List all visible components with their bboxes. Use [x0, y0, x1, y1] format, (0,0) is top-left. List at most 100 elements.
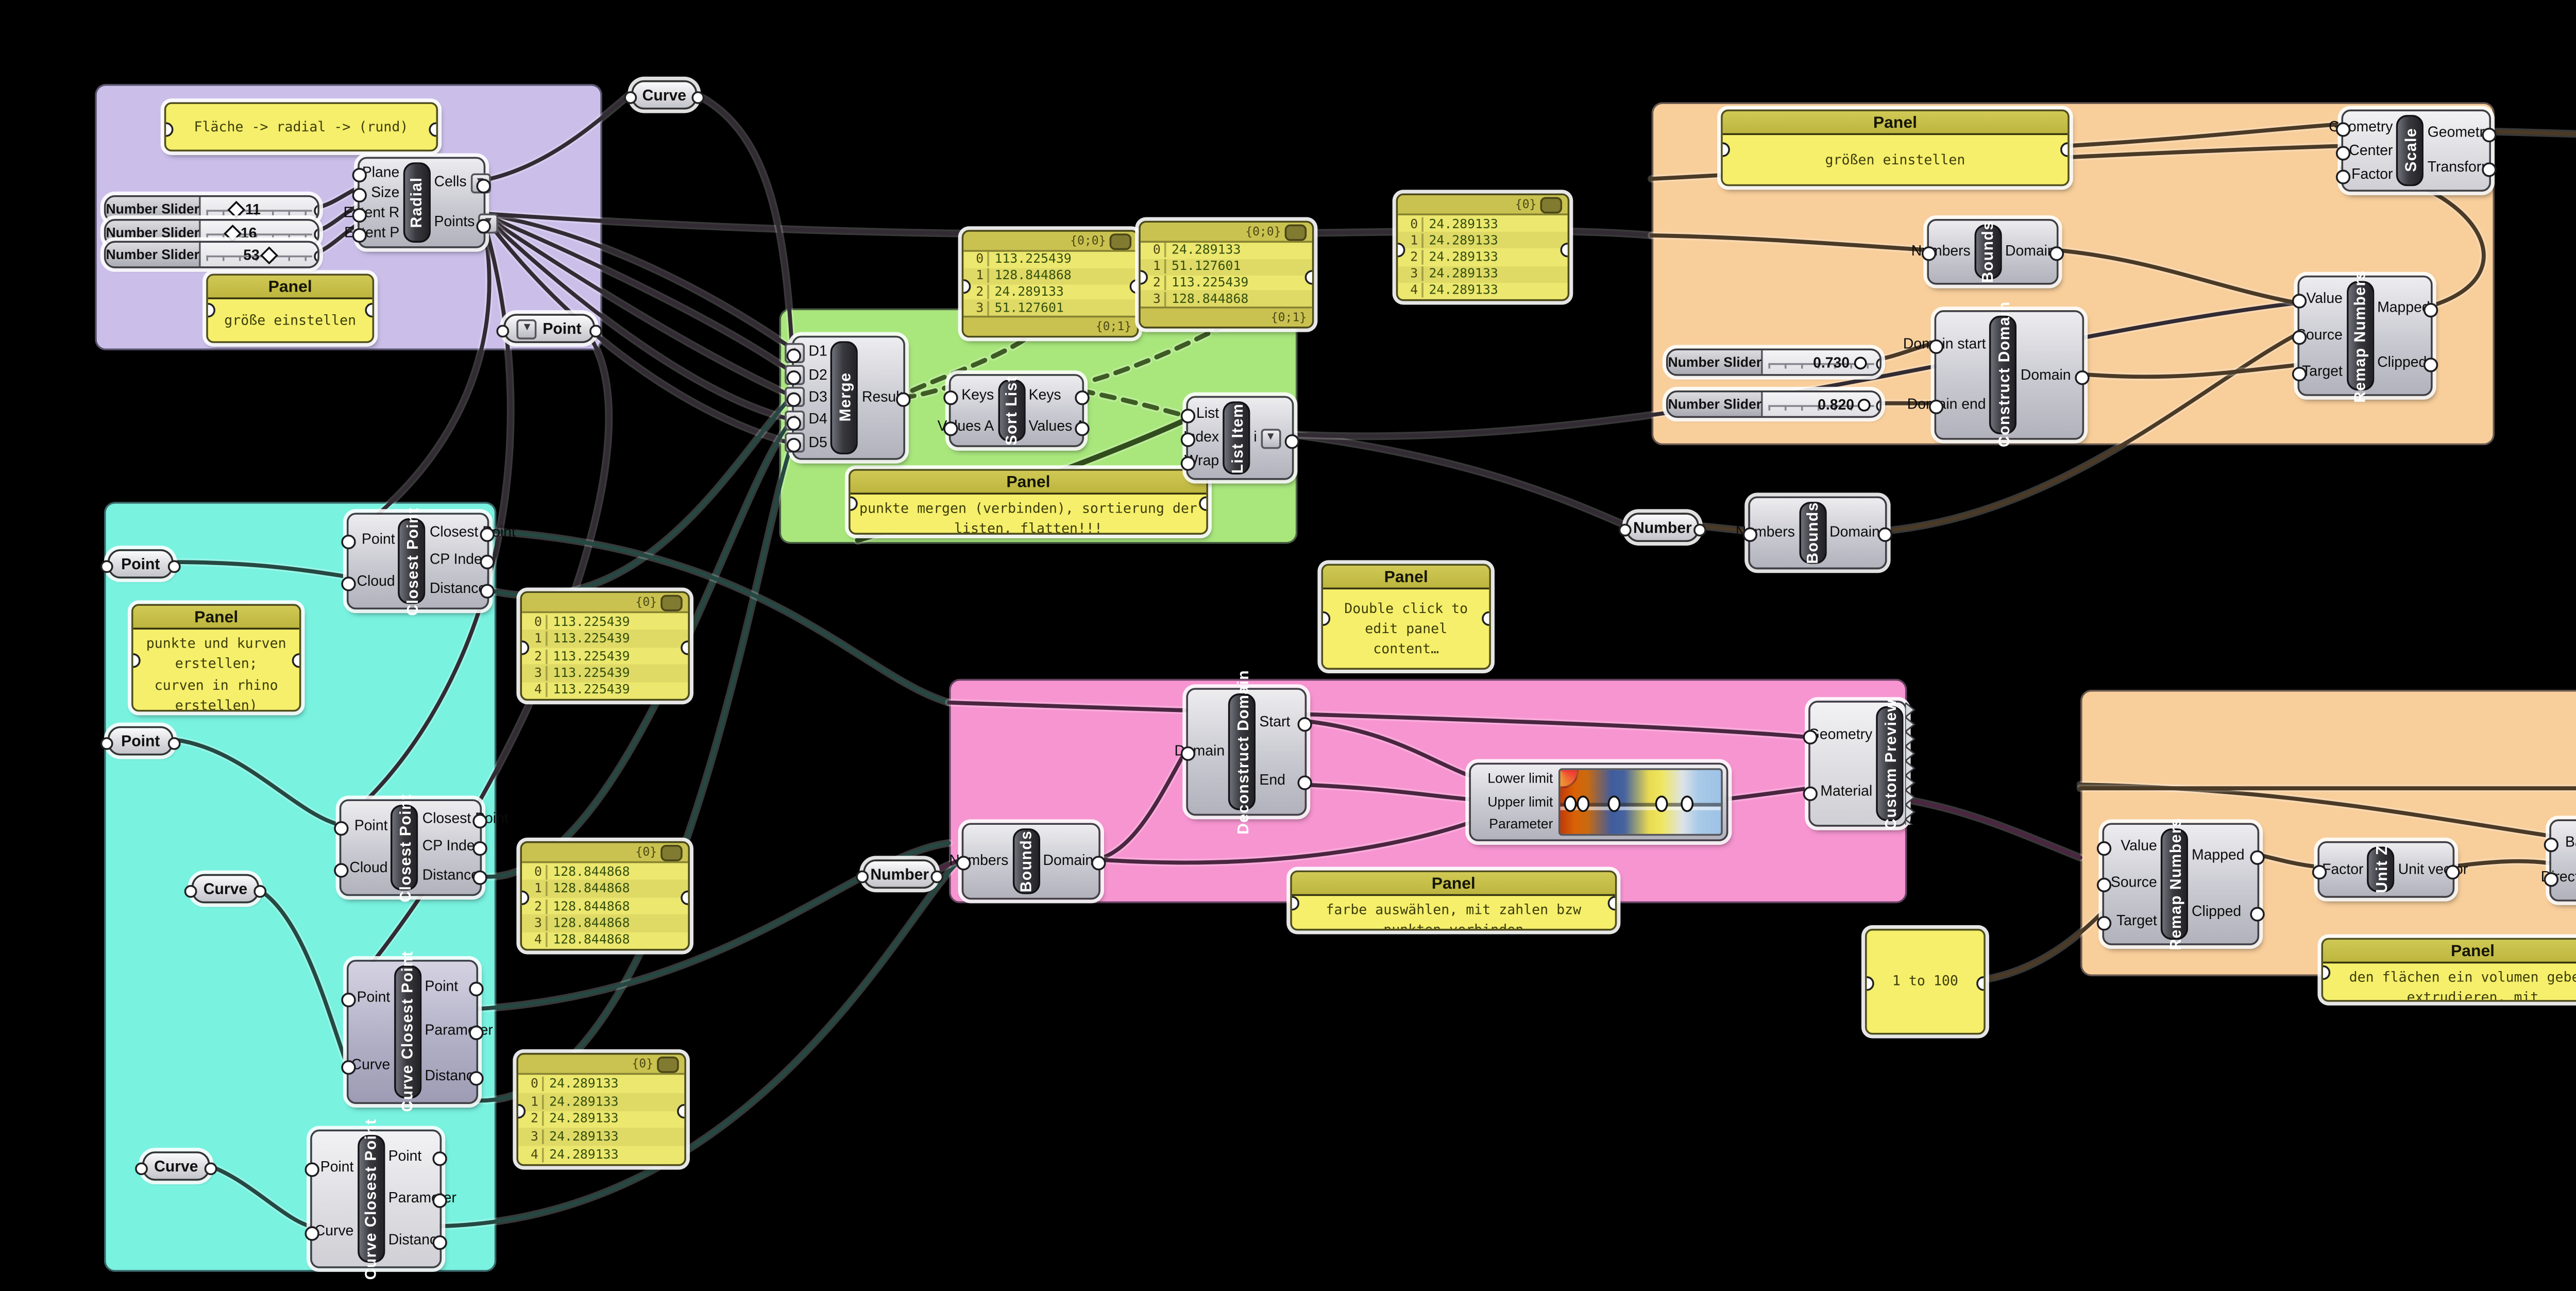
output-port[interactable] [2250, 907, 2265, 922]
component-name-capsule[interactable]: Remap Numbers [2346, 269, 2374, 402]
component-extrude[interactable]: BaseDirectionExtrudeExtrusion [2541, 819, 2576, 902]
output-start[interactable]: Start [1259, 715, 1290, 730]
output-port[interactable] [896, 392, 911, 407]
collapse-button-icon[interactable] [1284, 223, 1307, 240]
input-numbers[interactable]: Numbers [1911, 244, 1971, 259]
component-name-capsule[interactable]: Remap Numbers [2160, 818, 2188, 950]
output-domain[interactable]: Domain [2005, 244, 2056, 259]
input-port[interactable] [1742, 527, 1758, 542]
component-name-capsule[interactable]: Closest Point [398, 507, 426, 616]
input-port[interactable] [2335, 122, 2351, 137]
output-port[interactable] [469, 1071, 484, 1086]
output-port[interactable] [480, 554, 495, 570]
output-port[interactable] [480, 527, 495, 542]
output-port[interactable] [469, 1025, 484, 1040]
component-name-capsule[interactable]: Radial [403, 162, 431, 243]
component-name-capsule[interactable]: Custom Preview [1876, 698, 1904, 829]
output-port[interactable] [1075, 390, 1090, 405]
input-target[interactable]: Target [2116, 913, 2157, 928]
input-port[interactable] [2096, 841, 2112, 856]
input-port[interactable] [334, 863, 349, 878]
input-domain-start[interactable]: Domain start [1903, 337, 1986, 352]
collapse-button-icon[interactable] [660, 593, 683, 610]
down-arrow-icon[interactable]: ▼ [1260, 428, 1281, 448]
input-point[interactable]: Point [357, 990, 391, 1006]
output-port[interactable] [1297, 775, 1312, 790]
collapse-button-icon[interactable] [660, 844, 683, 861]
slider-track[interactable]: 0.820 [1763, 392, 1880, 416]
output-port[interactable] [2445, 864, 2460, 880]
output-port[interactable] [480, 584, 495, 599]
gradient-bar[interactable] [1558, 768, 1723, 836]
input-port[interactable] [2096, 916, 2112, 931]
pill-curve-param-top[interactable]: Curve [624, 80, 705, 110]
pill-curve-param-1[interactable]: Curve [184, 874, 267, 904]
input-port[interactable] [1180, 746, 1196, 761]
output-port[interactable] [432, 1193, 447, 1208]
component-name-capsule[interactable]: Merge [831, 341, 858, 454]
output-port[interactable] [472, 841, 487, 856]
input-plane[interactable]: Plane [362, 164, 400, 180]
output-point[interactable]: Point [388, 1148, 422, 1163]
pill-point-param-2[interactable]: Point [100, 726, 181, 756]
input-port[interactable] [1803, 729, 1818, 745]
output-closest-point[interactable]: Closest Point [430, 524, 516, 540]
output-port[interactable] [2423, 302, 2438, 318]
panel-note-radial[interactable]: Fläche -> radial -> (rund) [164, 102, 438, 151]
output-mapped[interactable]: Mapped [2377, 300, 2430, 315]
input-size[interactable]: Size [371, 184, 399, 200]
pill-point-param-out[interactable]: ▼Point [496, 314, 602, 343]
output-distance[interactable]: Distance [422, 868, 479, 884]
input-port[interactable] [943, 421, 958, 436]
input-curve[interactable]: Curve [351, 1057, 391, 1073]
pill-number-param-1[interactable]: Number [1618, 513, 1706, 542]
component-name-capsule[interactable]: Deconstruct Domain [1228, 669, 1256, 834]
input-cloud[interactable]: Cloud [349, 861, 387, 876]
slider-knob[interactable] [223, 224, 242, 242]
collapse-button-icon[interactable] [1540, 196, 1563, 213]
output-port[interactable] [1877, 527, 1893, 542]
output-geometry[interactable]: Geometry [2428, 125, 2492, 140]
slider-knob[interactable] [228, 200, 246, 218]
input-port[interactable] [341, 534, 356, 550]
input-port[interactable] [2335, 169, 2351, 184]
down-arrow-icon[interactable]: ▼ [517, 318, 537, 339]
input-port[interactable] [1180, 409, 1196, 423]
input-port[interactable] [2292, 294, 2307, 309]
input-point[interactable]: Point [354, 818, 388, 834]
gradient-grip[interactable] [1680, 794, 1693, 811]
input-keys[interactable]: Keys [961, 387, 994, 402]
output-end[interactable]: End [1259, 773, 1285, 788]
output-mapped[interactable]: Mapped [2192, 848, 2244, 863]
input-factor[interactable]: Factor [2322, 861, 2363, 877]
gradient-palette-icon[interactable] [1560, 770, 1579, 789]
panel-note-1to100[interactable]: 1 to 100 [1865, 928, 1986, 1035]
input-source[interactable]: Source [2111, 876, 2157, 891]
output-domain[interactable]: Domain [1043, 853, 1094, 869]
output-port[interactable] [1075, 421, 1090, 436]
input-port[interactable] [786, 415, 801, 430]
input-port[interactable] [2335, 146, 2351, 161]
output-cp-index[interactable]: CP Index [430, 553, 489, 568]
output-cp-index[interactable]: CP Index [422, 839, 482, 855]
